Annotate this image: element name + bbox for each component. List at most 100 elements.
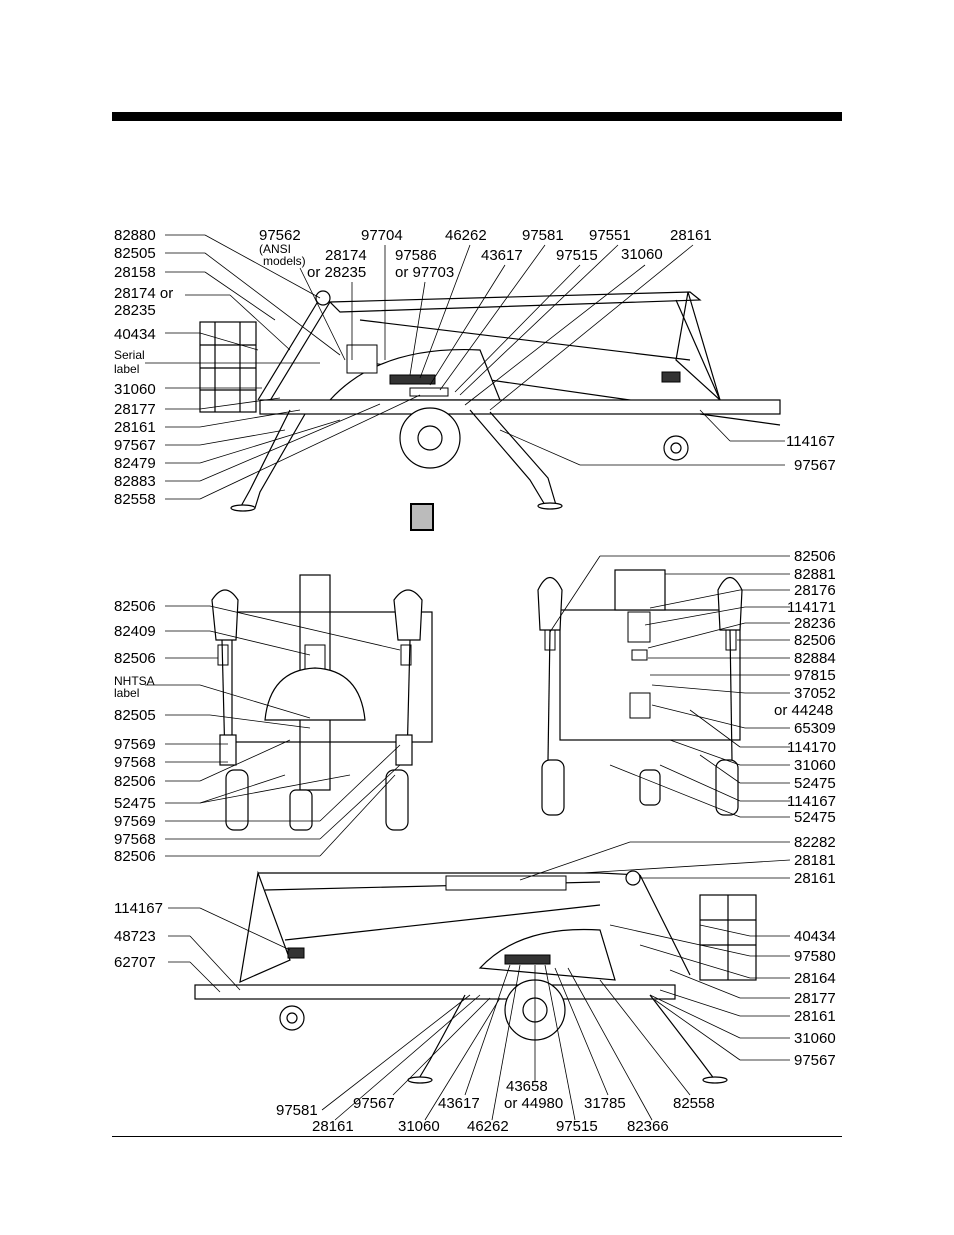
label-or-44248: or 44248 [774, 702, 833, 719]
label-nhtsa: NHTSA [114, 674, 155, 688]
label-97569-b: 97569 [114, 813, 156, 830]
label-97580: 97580 [794, 948, 836, 965]
label-28164: 28164 [794, 970, 836, 987]
label-82505: 82505 [114, 245, 156, 262]
labels-front-view: 82506 82409 82506 NHTSA label 82505 9756… [114, 598, 156, 865]
label-31785: 31785 [584, 1095, 626, 1112]
reference-box [410, 503, 434, 531]
label-28236: 28236 [794, 615, 836, 632]
label-28161: 28161 [114, 419, 156, 436]
label-97567-bb: 97567 [353, 1095, 395, 1112]
label-28176: 28176 [794, 582, 836, 599]
label-97567: 97567 [114, 437, 156, 454]
label-82506-d: 82506 [114, 848, 156, 865]
label-serial-label: label [114, 362, 139, 376]
label-97567-right: 97567 [794, 457, 836, 474]
label-48723: 48723 [114, 928, 156, 945]
label-43658: 43658 [506, 1078, 548, 1095]
label-28158: 28158 [114, 264, 156, 281]
label-97704: 97704 [361, 227, 403, 244]
label-82409: 82409 [114, 623, 156, 640]
labels-bottom-view-right: 82282 28181 28161 40434 97580 28164 2817… [794, 834, 836, 1069]
label-114171: 114171 [787, 599, 836, 616]
label-nhtsa-label: label [114, 686, 139, 700]
leader-lines [145, 234, 791, 1121]
label-82366: 82366 [627, 1118, 669, 1135]
label-82558: 82558 [114, 491, 156, 508]
footer-rule [112, 1136, 842, 1137]
label-82881: 82881 [794, 566, 836, 583]
label-97568-a: 97568 [114, 754, 156, 771]
label-97815: 97815 [794, 667, 836, 684]
labels-bottom-view-bottom: 43658 or 44980 97581 97567 43617 31785 8… [276, 1078, 715, 1135]
label-97515: 97515 [556, 247, 598, 264]
header-rule [112, 112, 842, 121]
label-82479: 82479 [114, 455, 156, 472]
label-40434: 40434 [114, 326, 156, 343]
labels-side-view-left: 82880 82505 28158 28174 or 28235 40434 S… [114, 227, 173, 508]
label-97569-a: 97569 [114, 736, 156, 753]
label-82558-b: 82558 [673, 1095, 715, 1112]
label-ansi: (ANSI [259, 242, 291, 256]
label-models: models) [263, 254, 306, 268]
label-46262: 46262 [445, 227, 487, 244]
label-28177: 28177 [114, 401, 156, 418]
label-82282: 82282 [794, 834, 836, 851]
bottom-side-view-drawing [194, 870, 757, 1084]
label-serial: Serial [114, 348, 145, 362]
label-37052: 37052 [794, 685, 836, 702]
label-82506-b: 82506 [114, 650, 156, 667]
label-or-97703: or 97703 [395, 264, 454, 281]
label-65309: 65309 [794, 720, 836, 737]
label-97562: 97562 [259, 227, 301, 244]
label-28181: 28181 [794, 852, 836, 869]
label-52475-r1: 52475 [794, 775, 836, 792]
label-114167: 114167 [786, 433, 835, 450]
label-62707: 62707 [114, 954, 156, 971]
label-28161-b1: 28161 [794, 870, 836, 887]
labels-rear-view: 82506 82881 28176 114171 28236 82506 828… [774, 548, 836, 826]
label-28161-bb: 28161 [312, 1118, 354, 1135]
label-31060-b: 31060 [794, 1030, 836, 1047]
label-82883: 82883 [114, 473, 156, 490]
label-97551: 97551 [589, 227, 631, 244]
label-82506-c: 82506 [114, 773, 156, 790]
label-31060-bb: 31060 [398, 1118, 440, 1135]
label-97581-b: 97581 [276, 1102, 318, 1119]
labels-side-view-right: 114167 97567 [786, 433, 836, 474]
label-97515-b: 97515 [556, 1118, 598, 1135]
rear-view-drawing [537, 569, 743, 816]
label-28235: 28235 [114, 302, 156, 319]
label-or-28235: or 28235 [307, 264, 366, 281]
label-31060: 31060 [114, 381, 156, 398]
label-52475-front: 52475 [114, 795, 156, 812]
label-82505-front: 82505 [114, 707, 156, 724]
label-82506-a: 82506 [114, 598, 156, 615]
label-46262-b: 46262 [467, 1118, 509, 1135]
front-view-drawing [211, 574, 433, 831]
label-82884: 82884 [794, 650, 836, 667]
label-114167-b: 114167 [114, 900, 163, 917]
label-28161-top: 28161 [670, 227, 712, 244]
label-97567-b: 97567 [794, 1052, 836, 1069]
label-28174: 28174 [325, 247, 367, 264]
label-or-44980: or 44980 [504, 1095, 563, 1112]
label-28177-b: 28177 [794, 990, 836, 1007]
labels-bottom-view-left: 114167 48723 62707 [114, 900, 163, 971]
label-40434-b: 40434 [794, 928, 836, 945]
label-97581: 97581 [522, 227, 564, 244]
label-43617: 43617 [481, 247, 523, 264]
label-28174-or: 28174 or [114, 285, 173, 302]
side-view-drawing [199, 290, 781, 512]
label-114170: 114170 [787, 739, 836, 756]
label-28161-b2: 28161 [794, 1008, 836, 1025]
label-52475-r2: 52475 [794, 809, 836, 826]
label-43617-b: 43617 [438, 1095, 480, 1112]
labels-side-view-top: 97562 (ANSI models) 28174 or 28235 97704… [259, 227, 712, 281]
label-97586: 97586 [395, 247, 437, 264]
label-82506-r2: 82506 [794, 632, 836, 649]
label-31060-top: 31060 [621, 246, 663, 263]
label-82506-r1: 82506 [794, 548, 836, 565]
label-114167-rear: 114167 [787, 793, 836, 810]
